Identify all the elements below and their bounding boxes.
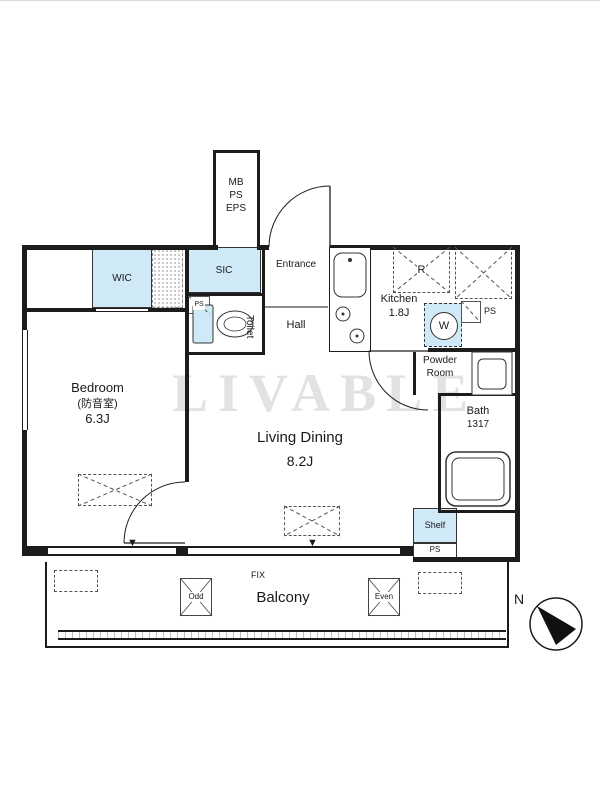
sink-faucet-icon — [348, 258, 352, 262]
wall-shaft-top — [213, 150, 260, 153]
entrance-label: Entrance — [275, 259, 317, 270]
wall-powder-top — [428, 348, 515, 352]
sic-label: SIC — [215, 264, 233, 276]
bedroom-window — [22, 330, 28, 430]
bath-label: Bath 1317 — [441, 404, 515, 431]
balcony-bottom-edge — [45, 646, 509, 648]
bedroom-sub: (防音室) — [77, 397, 118, 410]
living-dashed-box — [284, 506, 340, 536]
living-name: Living Dining — [257, 429, 343, 446]
wall-top-left — [22, 245, 218, 250]
living-dining-label: Living Dining 8.2J — [205, 428, 395, 470]
shelf-label: Shelf — [424, 519, 446, 530]
balcony-left-dashed-box — [54, 570, 98, 592]
washer-label: W — [430, 312, 458, 340]
bath-name: Bath — [466, 405, 490, 417]
wic-closet-area — [92, 248, 152, 308]
living-size: 8.2J — [286, 452, 314, 469]
balcony-right-edge — [507, 562, 509, 648]
page-frame-line — [0, 0, 600, 1]
kitchen-size: 1.8J — [388, 307, 410, 320]
wall-bath-bottom — [438, 510, 515, 513]
right-ps-label: PS — [484, 306, 497, 316]
wall-sic-toilet — [185, 293, 265, 296]
kitchen-label: Kitchen 1.8J — [370, 292, 428, 321]
stove-burner-dot — [341, 312, 345, 316]
shelf-area — [413, 508, 457, 543]
wall-toilet-bottom — [185, 352, 265, 355]
wall-chunk-right — [400, 546, 413, 556]
watermark-text: LIVABLE — [172, 363, 479, 423]
bathtub-icon — [445, 451, 511, 507]
washbasin-bowl-icon — [477, 358, 507, 390]
living-door-arc — [368, 350, 429, 411]
bedroom-dashed-box — [78, 474, 152, 506]
fix-window-label: FIX — [250, 570, 265, 580]
south-window-band — [22, 546, 413, 556]
stove-burner-icon — [335, 306, 351, 322]
wic-pipe-hatch — [152, 248, 183, 308]
toilet-label: Toilet — [244, 315, 255, 339]
bedroom-size: 6.3J — [85, 411, 110, 427]
wall-entrance-divider — [262, 245, 265, 352]
north-arrow-icon — [537, 606, 576, 645]
even-label: Even — [373, 591, 395, 603]
balcony-right-dashed-box — [418, 572, 462, 594]
sash-marker-living: ▼ — [307, 537, 318, 549]
shaft-line-ps: PS — [229, 190, 243, 201]
bedroom-name: Bedroom — [71, 380, 124, 395]
odd-label: Odd — [187, 591, 205, 603]
shaft-line-eps: EPS — [225, 203, 246, 214]
stove-burner-icon-2 — [349, 328, 365, 344]
powder-line2: Room — [426, 368, 454, 379]
wall-chunk-left — [22, 546, 48, 556]
sic-closet-area — [187, 247, 261, 293]
sash-marker-bedroom: ▼ — [127, 537, 138, 549]
north-label: N — [514, 591, 525, 607]
bath-size: 1317 — [466, 419, 490, 431]
bedroom-label: Bedroom (防音室) 6.3J — [35, 380, 160, 428]
shaft-label: MB PS EPS — [212, 176, 260, 215]
kitchen-name: Kitchen — [380, 293, 418, 305]
wall-bath-left — [438, 393, 441, 513]
toilet-seat-icon — [223, 316, 247, 332]
washbasin-counter-icon — [471, 351, 513, 396]
wall-shaft-right — [257, 150, 260, 248]
wall-shaft-left — [213, 150, 216, 248]
powder-line1: Powder — [423, 355, 457, 366]
toilet-bowl-icon — [216, 310, 254, 338]
wall-bottom-right — [413, 557, 520, 562]
wic-opening — [96, 308, 148, 312]
bedroom-door-arc — [123, 481, 186, 544]
entrance-door-arc — [268, 185, 331, 248]
kitchen-sink-icon — [333, 252, 367, 298]
wall-chunk-mid — [176, 546, 188, 556]
fridge-label: R — [416, 262, 427, 278]
hall-label: Hall — [286, 319, 306, 331]
wic-label: WIC — [112, 272, 132, 284]
balcony-left-edge — [45, 562, 47, 648]
wall-right — [515, 245, 520, 562]
wall-bedroom-divider — [185, 245, 189, 482]
wall-top-right — [330, 245, 520, 250]
balcony-label: Balcony — [256, 589, 310, 606]
sic-ps-label: PS — [193, 300, 205, 310]
bathtub-inner-icon — [451, 457, 505, 501]
shaft-line-mb: MB — [228, 177, 244, 188]
powder-room-label: Powder Room — [411, 354, 469, 380]
wall-powder-left — [413, 352, 416, 395]
shelf-ps-label: PS — [429, 545, 441, 555]
stove-burner-dot-2 — [355, 334, 359, 338]
balcony-railing — [58, 630, 506, 640]
